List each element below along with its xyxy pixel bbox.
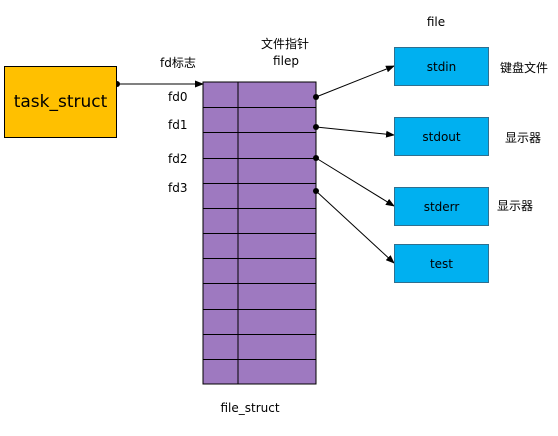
task-struct-connector — [114, 80, 204, 88]
fd0-label: fd0 — [168, 90, 188, 104]
stdout-note: 显示器 — [505, 131, 542, 145]
task-struct-label: task_struct — [13, 92, 108, 112]
file-pointer-connectors — [313, 65, 395, 264]
fd1-pointer-arrow — [315, 126, 395, 138]
task-struct-box: task_struct — [4, 66, 117, 138]
file-stderr-box: stderr — [394, 187, 489, 226]
file-stdout-box: stdout — [394, 117, 489, 156]
fd3-label: fd3 — [168, 181, 188, 195]
file-stderr-label: stderr — [423, 199, 460, 214]
file-test-label: test — [429, 256, 454, 271]
file-stdout-label: stdout — [422, 129, 461, 144]
fd-flag-header: fd标志 — [160, 56, 196, 70]
file-header: file — [426, 15, 446, 29]
fd2-label: fd2 — [168, 152, 188, 166]
file-test-box: test — [394, 244, 489, 283]
fd2-pointer-arrow — [315, 157, 395, 207]
fd3-pointer-arrow — [315, 190, 395, 264]
fd0-pointer-arrow — [315, 65, 395, 98]
filep-header: filep — [273, 54, 299, 68]
table-row-dividers — [203, 107, 316, 360]
stderr-note: 显示器 — [497, 199, 534, 213]
file-struct-caption: file_struct — [220, 401, 280, 415]
file-pointer-header: 文件指针 — [260, 37, 310, 51]
file-struct-table — [202, 81, 317, 385]
stdin-note: 键盘文件 — [500, 61, 549, 75]
file-stdin-label: stdin — [426, 59, 457, 74]
fd1-label: fd1 — [168, 118, 188, 132]
file-stdin-box: stdin — [394, 47, 489, 86]
